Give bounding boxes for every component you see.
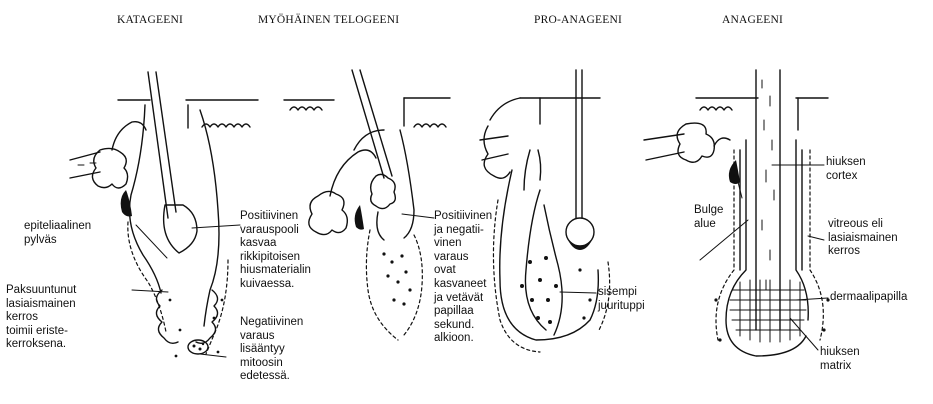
label-dermal-papilla: dermaalipapilla [830, 291, 907, 305]
anagen-follicle [644, 70, 830, 356]
late-telogen-follicle [284, 70, 450, 340]
pro-anagen-follicle [480, 70, 610, 352]
catagen-follicle [70, 72, 258, 357]
label-positive-pole: Positiivinen varauspooli kasvaa rikkipit… [240, 210, 311, 292]
label-epithelial-column: epiteliaalinen pylväs [24, 220, 91, 247]
label-vitreous-layer: vitreous eli lasiaismainen kerros [828, 218, 898, 259]
label-positive-negative-charges: Positiivinen ja negatii- vinen varaus ov… [434, 210, 492, 346]
label-hair-matrix: hiuksen matrix [820, 346, 860, 373]
label-hair-cortex: hiuksen cortex [826, 156, 866, 183]
label-inner-root-sheath: sisempi juurituppi [598, 286, 645, 313]
label-bulge-area: Bulge alue [694, 204, 723, 231]
label-thickened-glassy-layer: Paksuuntunut lasiaismainen kerros toimii… [6, 284, 76, 352]
label-negative-charge: Negatiivinen varaus lisääntyy mitoosin e… [240, 316, 303, 384]
